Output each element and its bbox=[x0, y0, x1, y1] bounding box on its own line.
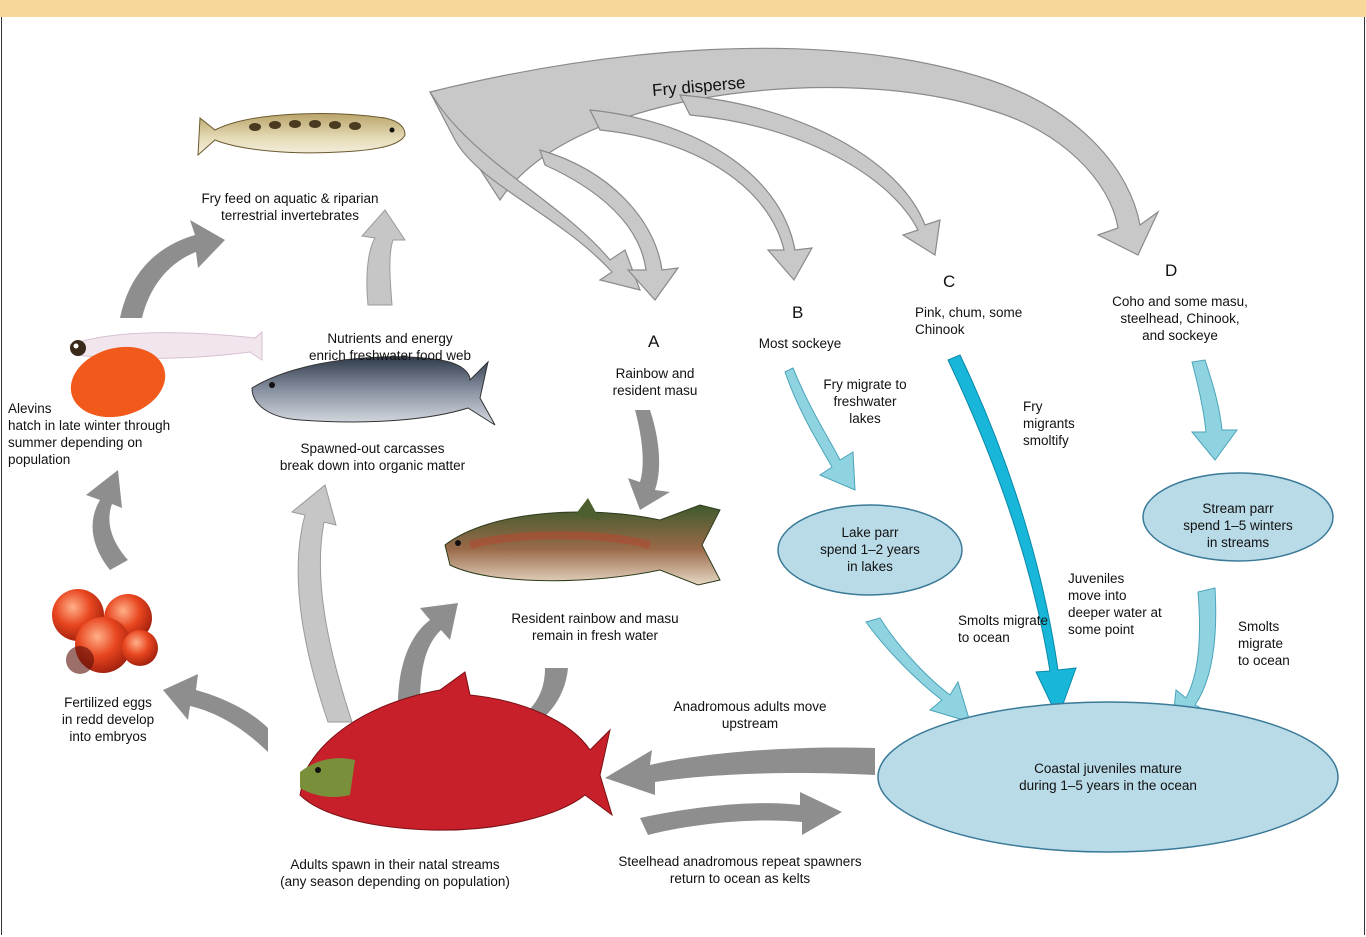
alevin-to-fry-arrow bbox=[120, 220, 225, 318]
branch-d-text: Coho and some masu,steelhead, Chinook,an… bbox=[1100, 293, 1260, 344]
a-down-arrow bbox=[628, 410, 670, 510]
branch-b-text: Most sockeye bbox=[750, 335, 850, 352]
anadromous-upstream-arrow bbox=[605, 747, 875, 795]
branch-c-letter: C bbox=[943, 273, 955, 290]
adult-to-carcass-arrow bbox=[292, 485, 352, 722]
d-down-arrow bbox=[1192, 360, 1237, 460]
branch-arrow-c bbox=[680, 95, 940, 255]
eggs-icon bbox=[52, 589, 158, 674]
lake-smolts-arrow bbox=[866, 618, 970, 722]
carcass-fish-icon bbox=[252, 357, 495, 425]
adult-to-eggs-arrow bbox=[163, 674, 268, 752]
branch-a-letter: A bbox=[648, 333, 659, 350]
adults-label: Adults spawn in their natal streams(any … bbox=[255, 856, 535, 890]
branch-d-letter: D bbox=[1165, 262, 1177, 279]
eggs-to-alevin-arrow bbox=[86, 470, 128, 570]
nutrients-to-fry-arrow bbox=[362, 210, 405, 305]
fry-fish-icon bbox=[198, 114, 405, 155]
fry-disperse-arrow bbox=[430, 48, 1158, 255]
kelts-ocean-arrow bbox=[640, 792, 842, 835]
branch-b-letter: B bbox=[792, 304, 803, 321]
resident-trout-icon bbox=[445, 498, 720, 585]
spawning-sockeye-icon bbox=[300, 672, 612, 830]
